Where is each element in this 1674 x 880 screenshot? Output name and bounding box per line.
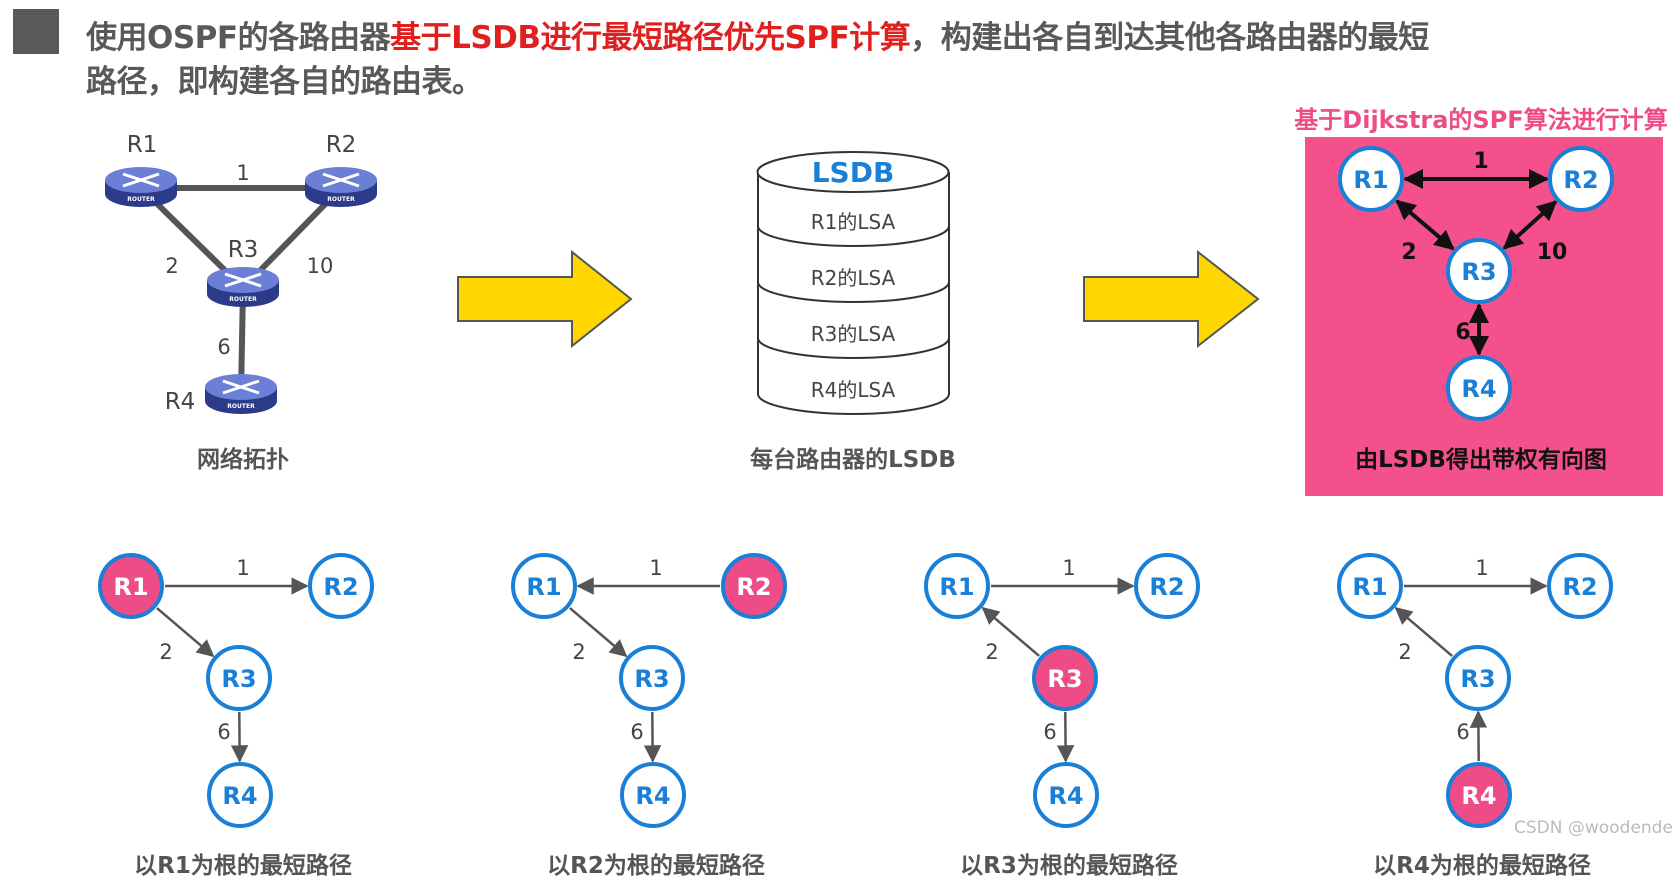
router-icon-r3: ROUTER xyxy=(207,267,279,307)
node-r3: R3 xyxy=(1447,647,1509,709)
node-label: R1 xyxy=(526,573,561,601)
edge-weight: 2 xyxy=(572,640,585,664)
edge-weight: 6 xyxy=(217,720,230,744)
lsdb-cylinder: LSDB R1的LSA R2的LSA R3的LSA R4的LSA xyxy=(758,152,950,414)
lsdb-row: R4的LSA xyxy=(811,378,896,402)
router-label: R1 xyxy=(127,132,158,158)
router-label: R2 xyxy=(326,132,357,158)
arrow-to-graph xyxy=(1084,252,1258,346)
node-r3: R3 xyxy=(621,647,683,709)
router-label: R3 xyxy=(228,237,259,263)
lsdb-caption: 每台路由器的LSDB xyxy=(750,440,956,474)
node-r4: R4 xyxy=(1035,764,1097,826)
router-label: R4 xyxy=(165,389,196,415)
link-cost: 2 xyxy=(165,254,178,278)
node-label: R2 xyxy=(1149,573,1184,601)
node-r3: R3 xyxy=(1448,240,1510,302)
router-icon-label: ROUTER xyxy=(127,196,155,203)
router-icon-r2: ROUTER xyxy=(305,167,377,207)
node-r1: R1 xyxy=(926,555,988,617)
node-label: R1 xyxy=(1352,573,1387,601)
node-label: R2 xyxy=(323,573,358,601)
edge-weight: 2 xyxy=(159,640,172,664)
node-label: R1 xyxy=(939,573,974,601)
router-icon-label: ROUTER xyxy=(327,196,355,203)
node-label: R4 xyxy=(1461,375,1496,403)
edge-weight: 1 xyxy=(1475,556,1488,580)
node-label: R1 xyxy=(113,573,148,601)
link-cost: 6 xyxy=(217,335,230,359)
edge-weight: 2 xyxy=(985,640,998,664)
node-r2: R2 xyxy=(310,555,372,617)
node-r1: R1 xyxy=(1339,555,1401,617)
node-r2: R2 xyxy=(1549,555,1611,617)
tree-caption-r2: 以R2为根的最短路径 xyxy=(547,846,765,880)
tree-caption-r4: 以R4为根的最短路径 xyxy=(1373,846,1591,880)
edge-weight: 6 xyxy=(1456,720,1469,744)
node-r4: R4 xyxy=(1448,357,1510,419)
node-r4: R4 xyxy=(209,764,271,826)
edge-weight: 6 xyxy=(630,720,643,744)
node-label: R1 xyxy=(1353,166,1388,194)
edge-weight: 6 xyxy=(1455,320,1470,345)
edge-weight: 1 xyxy=(1062,556,1075,580)
node-label: R3 xyxy=(1460,665,1495,693)
edge-weight: 1 xyxy=(649,556,662,580)
node-label: R2 xyxy=(1563,166,1598,194)
router-icon-r1: ROUTER xyxy=(105,167,177,207)
link-cost: 1 xyxy=(236,161,249,185)
node-label: R2 xyxy=(736,573,771,601)
node-label: R3 xyxy=(1047,665,1082,693)
lsdb-row: R3的LSA xyxy=(811,322,896,346)
tree-caption-r3: 以R3为根的最短路径 xyxy=(960,846,1178,880)
node-label: R4 xyxy=(1048,782,1083,810)
lsdb-title: LSDB xyxy=(812,156,895,189)
node-r3: R3 xyxy=(208,647,270,709)
lsdb-row: R1的LSA xyxy=(811,210,896,234)
node-r2: R2 xyxy=(1550,148,1612,210)
edge-weight: 1 xyxy=(236,556,249,580)
node-label: R3 xyxy=(221,665,256,693)
topology-caption: 网络拓扑 xyxy=(197,440,289,474)
router-icon-label: ROUTER xyxy=(229,296,257,303)
router-icon-r4: ROUTER xyxy=(205,374,277,414)
node-r4: R4 xyxy=(1448,764,1510,826)
node-label: R2 xyxy=(1562,573,1597,601)
edge-weight: 6 xyxy=(1043,720,1056,744)
graph-caption: 由LSDB得出带权有向图 xyxy=(1355,440,1607,474)
edge-weight: 1 xyxy=(1473,149,1488,174)
arrow-to-lsdb xyxy=(458,252,631,346)
node-r1: R1 xyxy=(1340,148,1402,210)
node-label: R4 xyxy=(635,782,670,810)
tree-caption-r1: 以R1为根的最短路径 xyxy=(134,846,352,880)
link-cost: 10 xyxy=(307,254,334,278)
node-r3: R3 xyxy=(1034,647,1096,709)
router-icon-label: ROUTER xyxy=(227,403,255,410)
node-label: R3 xyxy=(634,665,669,693)
node-r1: R1 xyxy=(513,555,575,617)
node-r2: R2 xyxy=(1136,555,1198,617)
edge-weight: 2 xyxy=(1401,240,1416,265)
lsdb-row: R2的LSA xyxy=(811,266,896,290)
node-label: R4 xyxy=(222,782,257,810)
watermark: CSDN @woodendeku xyxy=(1514,818,1674,838)
node-r1: R1 xyxy=(100,555,162,617)
node-r4: R4 xyxy=(622,764,684,826)
node-r2: R2 xyxy=(723,555,785,617)
edge-weight: 2 xyxy=(1398,640,1411,664)
edge-weight: 10 xyxy=(1537,240,1568,265)
node-label: R3 xyxy=(1461,258,1496,286)
node-label: R4 xyxy=(1461,782,1496,810)
